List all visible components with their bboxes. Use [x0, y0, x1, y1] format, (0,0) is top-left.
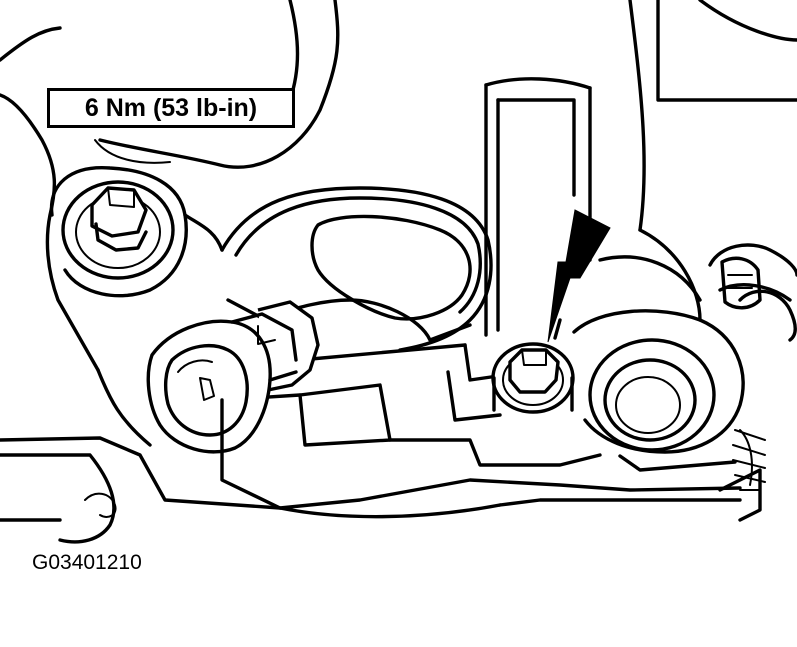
sensor-connector: [146, 300, 320, 454]
engine-housing: [0, 0, 797, 372]
upper-bolt-boss: [49, 166, 224, 298]
pointer-arrow: [547, 209, 611, 343]
right-edge-detail: [720, 256, 766, 486]
figure-code: G03401210: [32, 551, 142, 574]
sensor-bolt: [491, 342, 575, 414]
lower-housing: [0, 368, 762, 544]
torque-spec-label: 6 Nm (53 lb-in): [47, 88, 295, 128]
right-boss: [572, 309, 745, 454]
